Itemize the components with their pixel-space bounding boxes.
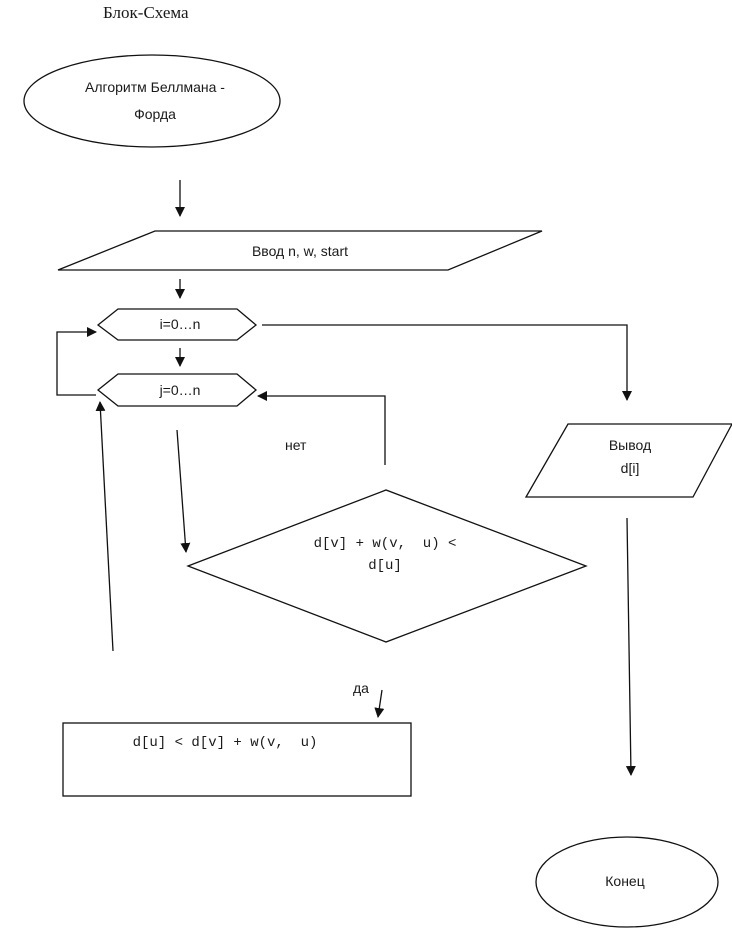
diagram-title: Блок-Схема xyxy=(103,3,189,22)
no-branch-label: нет xyxy=(285,437,307,453)
condition-label-line2: d[u] xyxy=(368,558,402,574)
condition-label-line1: d[v] + w(v, u) < xyxy=(313,536,457,552)
yes-branch-label: да xyxy=(353,680,369,696)
loop-exit-line xyxy=(262,324,632,401)
flow-arrow xyxy=(176,429,191,553)
flow-arrow xyxy=(625,517,636,776)
start-terminator xyxy=(23,54,281,148)
input-block xyxy=(57,230,543,271)
outer-loop-block xyxy=(96,308,258,341)
loop-return-line xyxy=(56,327,97,396)
yes-arrow xyxy=(374,689,385,718)
start-label-line2: Форда xyxy=(134,106,176,122)
no-branch-line xyxy=(257,391,386,465)
assign-label: d[u] < d[v] + w(v, u) xyxy=(132,735,318,751)
inner-loop-block xyxy=(96,373,258,407)
output-block xyxy=(524,423,732,498)
outer-loop-label: i=0…n xyxy=(159,316,201,332)
end-label: Конец xyxy=(605,873,645,889)
assign-return-line xyxy=(95,401,114,652)
start-label-line1: Алгоритм Беллмана - xyxy=(85,79,225,95)
input-label: Ввод n, w, start xyxy=(251,243,349,259)
output-label-line1: Вывод xyxy=(608,437,652,453)
end-terminator xyxy=(535,836,719,928)
assign-block xyxy=(62,722,412,797)
condition-block xyxy=(186,489,588,643)
inner-loop-label: j=0…n xyxy=(159,382,201,398)
output-label-line2: d[i] xyxy=(620,460,640,476)
